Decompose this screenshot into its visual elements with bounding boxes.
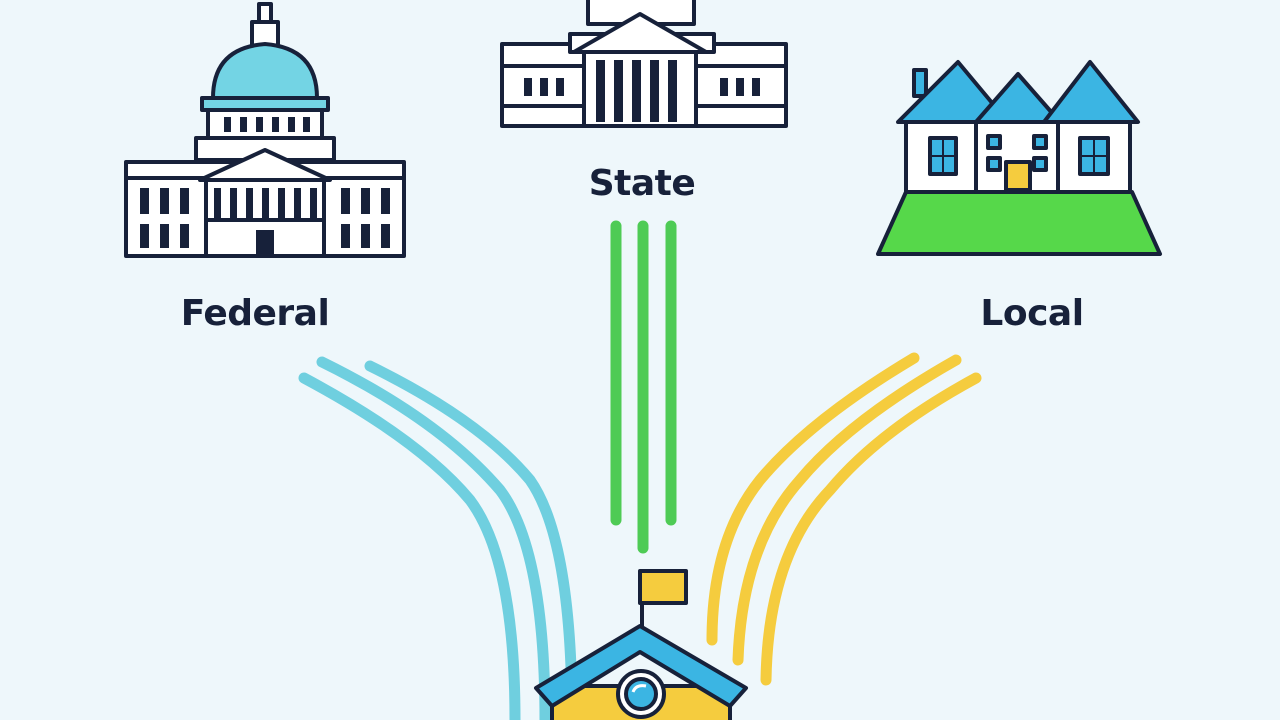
state-flow-lines <box>610 220 677 554</box>
capitol-building-icon <box>124 2 406 258</box>
school-icon <box>534 569 748 720</box>
federal-flow-lines <box>298 356 578 720</box>
local-flow-lines <box>706 352 982 686</box>
state-label: State <box>588 163 696 204</box>
local-label: Local <box>980 293 1084 334</box>
state-capitol-icon <box>500 0 788 128</box>
houses-icon <box>876 60 1162 256</box>
federal-label: Federal <box>180 293 330 334</box>
